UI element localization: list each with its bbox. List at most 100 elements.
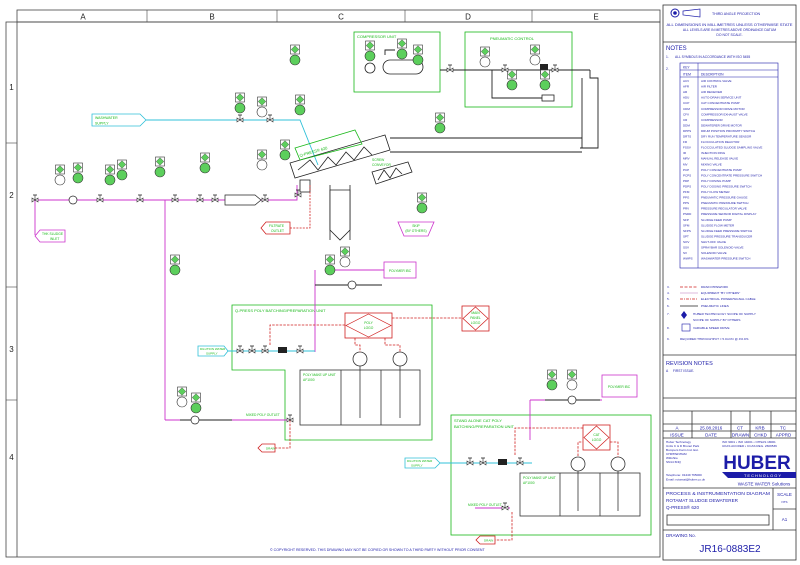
instrument-circle-icon [566, 379, 578, 391]
instrument-bubble [566, 369, 578, 391]
key-item-code: FR [683, 140, 688, 144]
skip-label: SKIP [412, 224, 420, 228]
instrument-bubble [176, 386, 188, 408]
filtrate-outlet-label-2: OUTLET [271, 229, 284, 233]
legend-number: 7. [667, 312, 670, 316]
key-header-item: ITEM [683, 73, 691, 77]
pneumatic-control-box [464, 31, 573, 108]
header-issue: ISSUE [670, 433, 684, 438]
pump-icon [347, 280, 357, 290]
key-item-code: PFM [683, 190, 690, 194]
filtrate-tank [329, 189, 351, 241]
column-label-a: A [80, 13, 86, 22]
legend-text: PNEUMATIC LINES [701, 304, 729, 308]
main-panel-label: MAIN [471, 311, 480, 315]
washwater-supply-label-2: SUPPLY [95, 122, 109, 126]
instrument-bubble [324, 254, 336, 276]
dimension-note-2: ALL LEVELS ARE IN METRES ABOVE ORDINANCE… [683, 28, 776, 32]
mixer-motor-icon [610, 456, 626, 472]
instrument-circle-icon [279, 149, 291, 161]
key-item-code: PPS [683, 201, 689, 205]
address-line-5: SN14 6NQ [666, 460, 682, 464]
key-item-description: AUTO-DRAIN SERVICE UNIT [701, 96, 742, 100]
legend-text: ELECTRICAL POWER/SIGNAL CABLE [701, 297, 756, 301]
key-item-code: PCP [683, 168, 689, 172]
dimension-note-3: DO NOT SCALE. [716, 33, 742, 37]
poly-logo-panel [344, 312, 393, 339]
valve-icon [551, 64, 559, 73]
valve-icon [266, 114, 274, 123]
filtrate-outlet-label: FILTRATE [269, 224, 285, 228]
key-item-description: CAT CONCENTRATE PUMP [701, 101, 740, 105]
key-item-description: COMPRESSOR EXHAUST VALVE [701, 112, 748, 116]
instrument-circle-icon [256, 159, 268, 171]
polymer-ibc-1-label: POLYMER IBC [389, 269, 412, 273]
valve-icon [296, 345, 304, 354]
key-item-code: WWPS [683, 257, 693, 261]
legend-text: SCOPE OF SUPPLY BY OTHERS [693, 318, 740, 322]
copyright-notice: © COPYRIGHT RESERVED. THIS DRAWING MAY N… [270, 548, 486, 552]
key-item-description: SLUDGE FEED PRESSURE SWITCH [701, 229, 752, 233]
instrument-circle-icon [434, 122, 446, 134]
valve-icon [286, 414, 294, 423]
instrument-bubble [190, 392, 202, 414]
key-item-code: IR [683, 151, 687, 155]
poly-logo-label: POLY [364, 321, 373, 325]
legend-text: EQUIPMENT "BY OTHERS" [701, 291, 740, 295]
instrument-circle-icon [529, 54, 541, 66]
certification-1: ISO 9001 • ISO 14001 • OHSAS 18001 [722, 440, 776, 444]
note-1-num: 1. [666, 55, 669, 59]
instrument-bubble [546, 369, 558, 391]
sludge-inlet-label: THK SLUDGE [42, 232, 64, 236]
drain-tag-1 [257, 443, 276, 453]
polymer-ibc-1 [383, 261, 417, 279]
dilution-water-tag-2 [404, 457, 441, 469]
key-item-code: DRTS [683, 135, 691, 139]
pump-icon [190, 415, 200, 425]
instrument-circle-icon [116, 169, 128, 181]
cat-logo-panel [582, 424, 611, 451]
legend-item: 8.VARIABLE SPEED DRIVE [667, 326, 730, 330]
instrument-circle-icon [176, 396, 188, 408]
legend-item: 9.REQUIRED THROUGHPUT = 5.0m³/hr @ 4% DS [667, 337, 748, 341]
note-2-num: 2. [666, 67, 669, 71]
key-label: KEY [683, 66, 690, 70]
key-item-code: DPPS [683, 129, 691, 133]
company-name: Huber Technology [666, 440, 691, 444]
valve-icon [294, 189, 302, 198]
certification-2: UKAS ACCRED • CCAS REG. 2609536 [722, 444, 777, 448]
instrument-bubble [294, 94, 306, 116]
poly-make-up-label-1: POLY MAKE UP UNIT [303, 373, 336, 377]
instrument-bubble [339, 246, 351, 268]
poly-logo-label-2: LOGO [364, 326, 374, 330]
instrument-bubble [116, 159, 128, 181]
row-label-2: 2 [9, 191, 14, 200]
valve-icon [261, 194, 269, 203]
drawing-number: JR16-0883E2 [699, 544, 761, 555]
instrument-circle-icon [339, 256, 351, 268]
pneumatic-lines [384, 49, 599, 153]
instrument-circle-icon [364, 50, 376, 62]
valve-icon [501, 502, 509, 511]
main-panel-logo [461, 305, 490, 332]
key-item-description: POLY CONCENTRATE PUMP [701, 168, 742, 172]
revision-approved: TC [780, 426, 787, 431]
skip-box [397, 221, 435, 237]
key-item-description: SLUDGE FLOW METER [701, 223, 735, 227]
pump-icon [567, 395, 577, 405]
column-label-b: B [209, 13, 214, 22]
key-item-code: AR [683, 90, 688, 94]
instrument-circle-icon [190, 402, 202, 414]
key-item-code: SFPS [683, 229, 691, 233]
key-item-description: FLOCCULATION REACTOR [701, 140, 740, 144]
instrument-circle-icon [546, 379, 558, 391]
instrument-bubble [279, 139, 291, 161]
key-item-description: POLY CONCENTRATE PRESSURE SWITCH [701, 173, 762, 177]
